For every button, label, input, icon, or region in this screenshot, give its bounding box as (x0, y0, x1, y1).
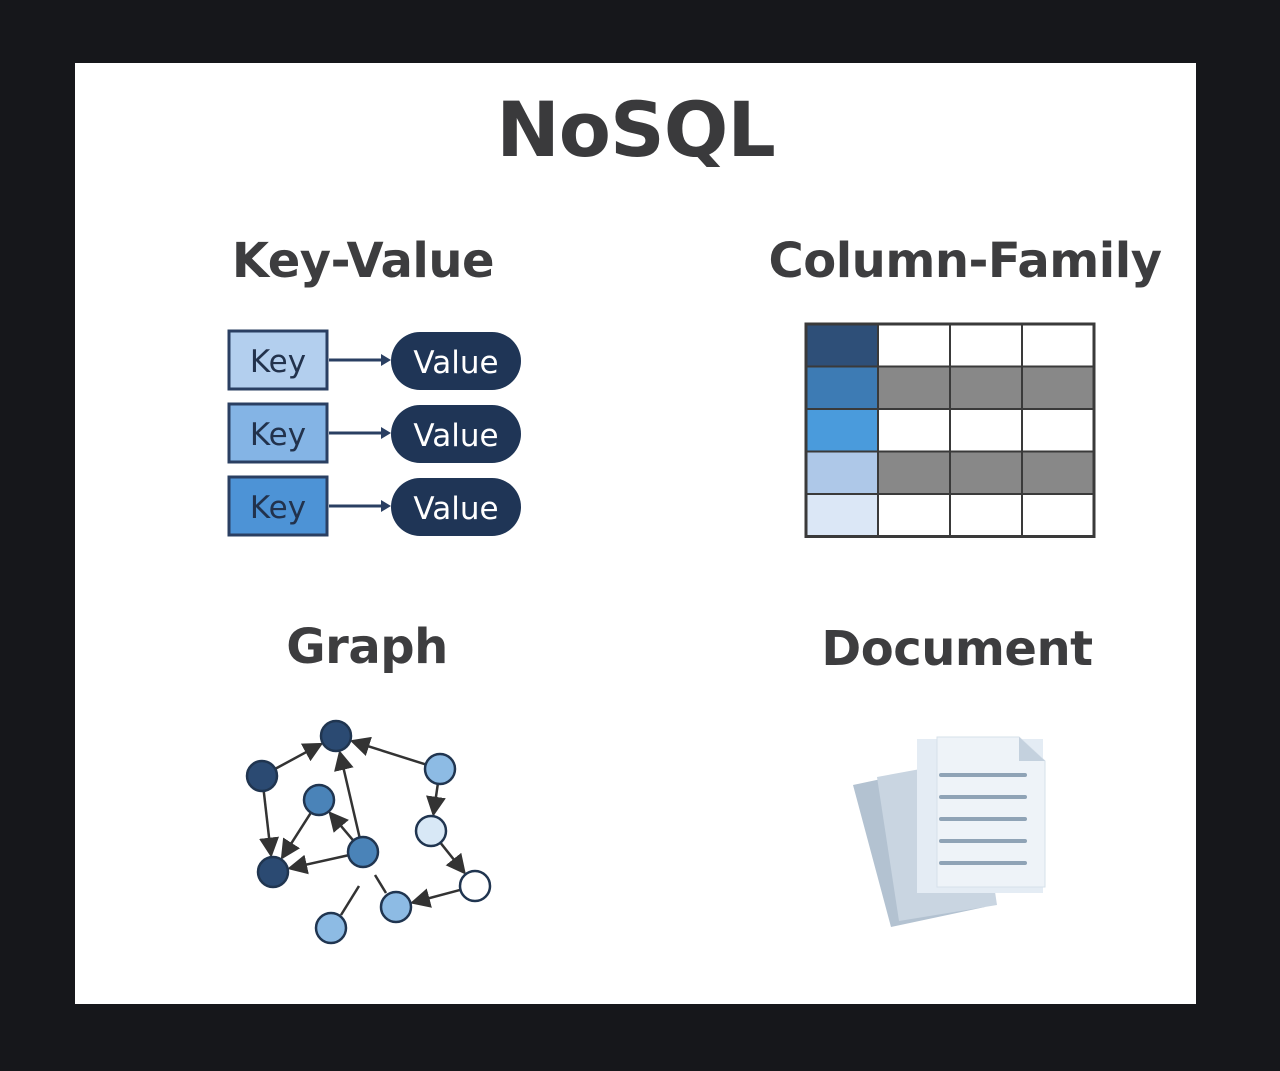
column-family-title: Column-Family (768, 233, 1162, 289)
column-family-cell (949, 408, 1023, 453)
key-value-row: Key Value (227, 402, 521, 464)
graph-node (414, 814, 448, 848)
arrow-head (381, 427, 391, 439)
graph-edge (259, 790, 280, 858)
value-label: Value (413, 418, 498, 454)
column-family-cell (805, 493, 879, 538)
key-value-title: Key-Value (231, 233, 495, 289)
document-icon (853, 736, 1046, 927)
graph-title: Graph (286, 619, 448, 675)
graph-edge (349, 736, 427, 766)
column-family-cell (1021, 323, 1095, 368)
key-box (227, 402, 329, 464)
column-family-cell (949, 450, 1023, 495)
column-family-cell (877, 450, 951, 495)
page-title: NoSQL (496, 85, 776, 174)
key-value-row: Key Value (227, 329, 521, 391)
value-label: Value (413, 491, 498, 527)
graph-edge (410, 888, 461, 908)
column-family-cell (877, 408, 951, 453)
column-family-cell (1021, 493, 1095, 538)
column-family-border (804, 322, 1096, 538)
graph-edge (334, 750, 361, 838)
key-box (227, 475, 329, 537)
value-pill (391, 332, 521, 390)
graph-edge (274, 742, 324, 770)
document-fold (1019, 737, 1045, 761)
value-label: Value (413, 345, 498, 381)
column-family-cell (949, 323, 1023, 368)
arrow-head (381, 500, 391, 512)
value-pill (391, 478, 521, 536)
graph-node (319, 719, 353, 753)
column-family-cell (805, 365, 879, 410)
graph-node (379, 890, 413, 924)
graph-node (458, 869, 492, 903)
graph-illustration (245, 719, 492, 945)
column-family-cell (877, 493, 951, 538)
graph-node (423, 752, 457, 786)
column-family-cell (877, 365, 951, 410)
graph-edge (426, 783, 446, 817)
column-family-cell (1021, 450, 1095, 495)
key-value-row: Key Value (227, 475, 521, 537)
document-lines (939, 773, 1027, 865)
column-family-cell (805, 323, 879, 368)
graph-node (302, 783, 336, 817)
key-label: Key (250, 417, 306, 453)
column-family-cell (1021, 365, 1095, 410)
column-family-cell (949, 493, 1023, 538)
column-family-cell (1021, 408, 1095, 453)
key-box (227, 329, 329, 391)
graph-edge (280, 811, 312, 860)
graph-edge (339, 885, 361, 916)
graph-node (314, 911, 348, 945)
graph-node (346, 835, 380, 869)
column-family-cell (949, 365, 1023, 410)
key-label: Key (250, 344, 306, 380)
column-family-grid (804, 322, 1096, 538)
graph-edge (287, 854, 349, 875)
graph-edge (328, 811, 355, 842)
graph-node (256, 855, 290, 889)
column-family-cell (805, 450, 879, 495)
graph-edge (439, 841, 466, 875)
column-family-cell (805, 408, 879, 453)
document-title: Document (821, 621, 1093, 677)
value-pill (391, 405, 521, 463)
key-label: Key (250, 490, 306, 526)
graph-node (245, 759, 279, 793)
arrow-head (381, 354, 391, 366)
graph-edge (373, 874, 388, 894)
column-family-cell (877, 323, 951, 368)
